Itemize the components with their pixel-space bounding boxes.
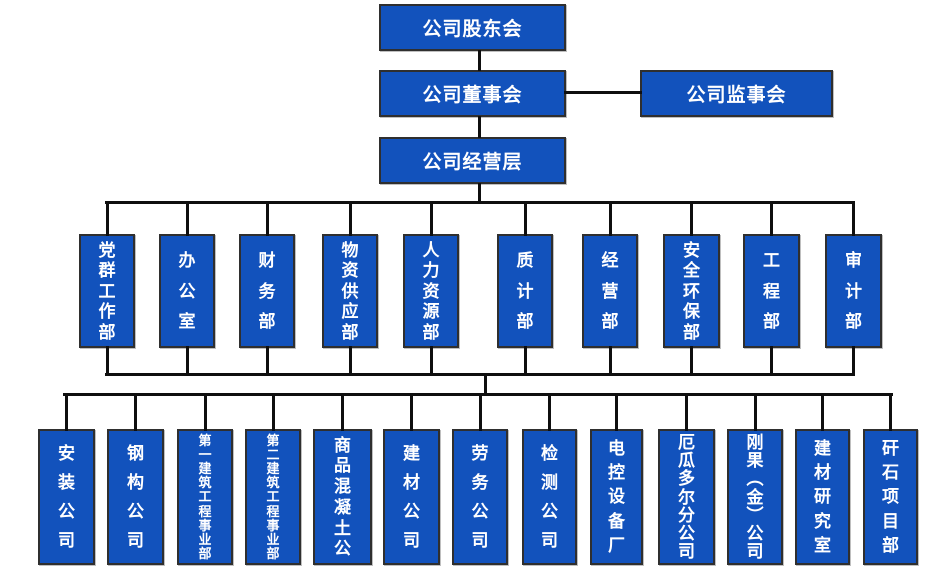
dept-quality-metering-box: 质计部 (497, 234, 553, 348)
connector-dept-bottom-drop (852, 346, 855, 375)
connector-subsidiary-drop (548, 394, 551, 431)
connector-dept-bottom-drop (265, 346, 269, 375)
sub-second-construction-division-box: 第二建筑工程事业部 (245, 429, 301, 565)
connector-subsidiary-rail (63, 393, 893, 396)
connector-dept-bottom-drop (608, 346, 612, 375)
connector-dept-bottom-drop (185, 346, 189, 375)
sub-building-materials-research-office-label: 建材研究室 (814, 439, 831, 555)
connector-subsidiary-drop (685, 394, 688, 431)
connector-dept-top-drop (690, 202, 693, 236)
connector-dept-bottom-drop (348, 346, 352, 375)
shareholders-meeting-box: 公司股东会 (379, 4, 566, 51)
dept-materials-supply-box: 物资供应部 (322, 234, 378, 348)
connector-subsidiary-drop (65, 394, 68, 431)
sub-testing-company-box: 检测公司 (522, 429, 577, 565)
dept-operations-box: 经营部 (582, 234, 638, 348)
sub-ecuador-branch-box: 厄瓜多尔分公司 (658, 429, 715, 565)
sub-labor-company-box: 劳务公司 (452, 429, 508, 565)
dept-operations-label: 经营部 (601, 250, 619, 332)
connector-dept-top-drop (265, 202, 269, 236)
connector-subsidiary-drop (410, 394, 413, 431)
connector-subsidiary-drop (341, 394, 344, 431)
sub-installation-company-label: 安装公司 (58, 444, 75, 550)
sub-congo-company-label: 刚果︵金︶公司 (746, 433, 764, 561)
connector-center-drop (484, 374, 487, 396)
dept-party-mass-work-box: 党群工作部 (79, 234, 135, 348)
sub-installation-company-box: 安装公司 (38, 429, 95, 565)
connector-dept-top-drop (852, 202, 855, 236)
dept-quality-metering-label: 质计部 (516, 250, 534, 332)
connector-subsidiary-drop (615, 394, 618, 431)
connector-subsidiary-drop (478, 394, 482, 431)
sub-commercial-concrete-company-box: 商品混凝土公 (313, 429, 372, 565)
sub-electric-control-equipment-factory-box: 电控设备厂 (590, 429, 643, 565)
connector-subsidiary-drop (134, 394, 137, 431)
sub-gangue-project-dept-box: 矸石项目部 (863, 429, 918, 565)
sub-steel-structure-company-box: 钢构公司 (107, 429, 164, 565)
sub-electric-control-equipment-factory-label: 电控设备厂 (608, 439, 625, 555)
connector-dept-bottom-drop (429, 346, 433, 375)
dept-human-resources-box: 人力资源部 (403, 234, 459, 348)
sub-second-construction-division-label: 第二建筑工程事业部 (266, 433, 280, 561)
board-of-directors-label: 公司董事会 (422, 85, 523, 106)
connector-dept-bottom-drop (105, 346, 109, 375)
sub-testing-company-label: 检测公司 (541, 444, 558, 550)
dept-engineering-label: 工程部 (763, 250, 780, 332)
dept-finance-box: 财务部 (239, 234, 295, 348)
connector-management-down (478, 183, 481, 203)
connector-shareholders-board (478, 50, 481, 71)
dept-materials-supply-label: 物资供应部 (341, 240, 359, 342)
sub-building-materials-company-label: 建材公司 (403, 444, 420, 550)
connector-dept-bottom-drop (523, 346, 527, 375)
connector-subsidiary-drop (821, 394, 824, 431)
sub-steel-structure-company-label: 钢构公司 (127, 444, 144, 550)
dept-office-box: 办公室 (159, 234, 215, 348)
connector-department-bottom-rail (105, 373, 855, 376)
connector-board-management (478, 116, 481, 138)
connector-subsidiary-drop (889, 394, 892, 431)
connector-subsidiary-drop (271, 394, 275, 431)
dept-audit-label: 审计部 (845, 250, 862, 332)
dept-audit-box: 审计部 (825, 234, 882, 348)
board-of-directors-box: 公司董事会 (379, 70, 566, 117)
dept-human-resources-label: 人力资源部 (422, 240, 440, 342)
dept-finance-label: 财务部 (258, 250, 276, 332)
connector-dept-top-drop (523, 202, 527, 236)
connector-dept-top-drop (185, 202, 189, 236)
sub-commercial-concrete-company-label: 商品混凝土公 (334, 435, 351, 559)
connector-board-supervisory (564, 91, 642, 94)
sub-congo-company-box: 刚果︵金︶公司 (727, 429, 783, 565)
shareholders-meeting-label: 公司股东会 (422, 19, 523, 40)
connector-dept-top-drop (348, 202, 352, 236)
supervisory-board-box: 公司监事会 (640, 70, 833, 117)
sub-gangue-project-dept-label: 矸石项目部 (882, 439, 899, 555)
dept-party-mass-work-label: 党群工作部 (98, 240, 116, 342)
connector-dept-top-drop (608, 202, 612, 236)
dept-safety-environment-label: 安全环保部 (683, 240, 700, 342)
sub-ecuador-branch-label: 厄瓜多尔分公司 (678, 433, 695, 561)
dept-safety-environment-box: 安全环保部 (663, 234, 720, 348)
connector-dept-bottom-drop (690, 346, 693, 375)
connector-dept-top-drop (429, 202, 433, 236)
connector-dept-top-drop (770, 202, 773, 236)
management-level-box: 公司经营层 (379, 137, 566, 184)
connector-dept-bottom-drop (770, 346, 773, 375)
supervisory-board-label: 公司监事会 (686, 85, 787, 106)
sub-building-materials-research-office-box: 建材研究室 (795, 429, 850, 565)
sub-first-construction-division-box: 第一建筑工程事业部 (177, 429, 233, 565)
management-level-label: 公司经营层 (422, 152, 523, 173)
sub-first-construction-division-label: 第一建筑工程事业部 (198, 433, 212, 561)
connector-department-top-rail (105, 201, 855, 204)
connector-dept-top-drop (105, 202, 109, 236)
sub-building-materials-company-box: 建材公司 (383, 429, 440, 565)
connector-subsidiary-drop (203, 394, 207, 431)
sub-labor-company-label: 劳务公司 (471, 444, 489, 550)
dept-engineering-box: 工程部 (743, 234, 800, 348)
dept-office-label: 办公室 (178, 250, 196, 332)
connector-subsidiary-drop (753, 394, 757, 431)
